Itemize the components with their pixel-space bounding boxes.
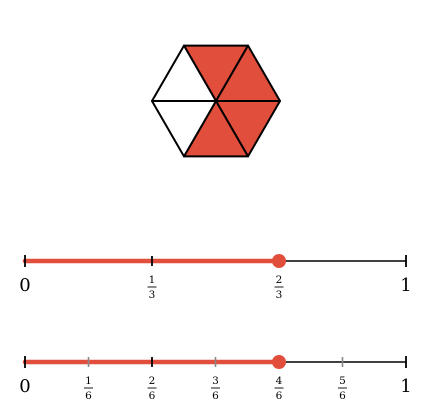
fraction-numerator: 5 bbox=[339, 375, 346, 387]
fraction-denominator: 3 bbox=[276, 289, 283, 301]
fraction-numerator: 2 bbox=[149, 375, 156, 387]
hexagon-fraction-model bbox=[151, 44, 281, 158]
tick-label-fraction: 23 bbox=[274, 274, 284, 301]
fraction-numerator: 2 bbox=[276, 274, 283, 286]
fraction-denominator: 6 bbox=[149, 390, 156, 402]
fraction-denominator: 6 bbox=[339, 390, 346, 402]
marked-point bbox=[272, 254, 287, 268]
tick-label-fraction: 13 bbox=[147, 274, 157, 301]
fraction-numerator: 4 bbox=[276, 375, 283, 387]
tick-label-fraction: 46 bbox=[274, 375, 284, 402]
fraction-denominator: 6 bbox=[212, 390, 219, 402]
label-end: 1 bbox=[400, 376, 411, 397]
label-start: 0 bbox=[19, 376, 30, 397]
fraction-denominator: 6 bbox=[85, 390, 92, 402]
marked-point bbox=[272, 355, 287, 369]
hexagon-part-unshaded bbox=[151, 44, 217, 102]
tick-label-fraction: 56 bbox=[337, 375, 347, 402]
label-start: 0 bbox=[19, 275, 30, 296]
tick-label-fraction: 36 bbox=[211, 375, 220, 402]
tick-label-fraction: 16 bbox=[84, 375, 94, 402]
label-end: 1 bbox=[400, 275, 411, 296]
fraction-denominator: 6 bbox=[276, 390, 283, 402]
fraction-numerator: 3 bbox=[212, 375, 219, 387]
fraction-numerator: 1 bbox=[149, 274, 156, 286]
tick-label-fraction: 26 bbox=[147, 375, 157, 402]
fraction-denominator: 3 bbox=[149, 289, 156, 301]
fraction-numerator: 1 bbox=[85, 375, 92, 387]
